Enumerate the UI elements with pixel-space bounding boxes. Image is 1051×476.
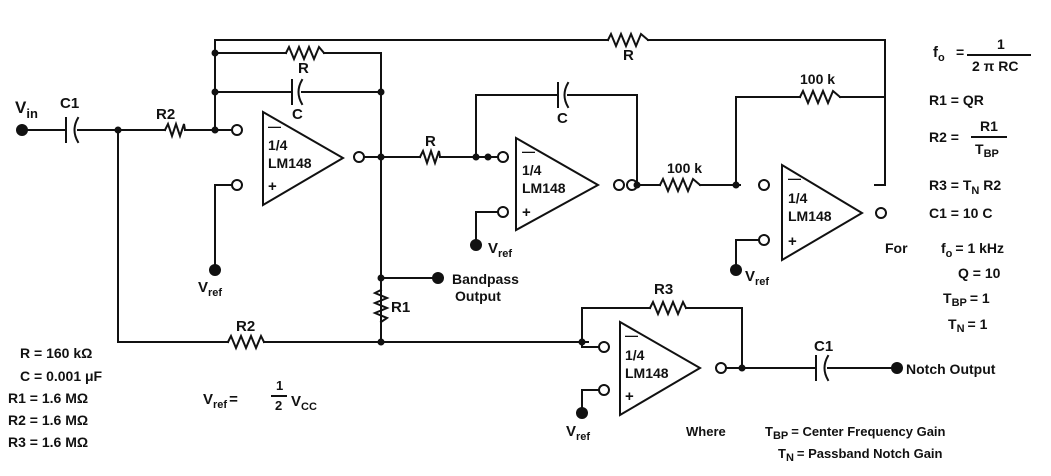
capacitor-c-amp1 (291, 78, 304, 106)
tn-legend: TN= Passband Notch Gain (778, 446, 943, 464)
svg-text:1/4: 1/4 (522, 162, 542, 178)
input-terminal (16, 124, 28, 136)
svg-text:fo: fo (933, 44, 945, 64)
where-label: Where (686, 424, 726, 439)
resistor-100k-feedback (798, 88, 842, 106)
svg-text:C = 0.001 μF: C = 0.001 μF (20, 368, 103, 384)
vref-label-3: Vref (745, 268, 769, 288)
tbp-value: TBP= 1 (943, 290, 990, 309)
svg-text:LM148: LM148 (625, 365, 669, 381)
c-amp1-label: C (292, 106, 303, 123)
fo-value: fo= 1 kHz (941, 240, 1004, 260)
r1-label: R1 (391, 299, 410, 316)
vref-label-2: Vref (488, 240, 512, 260)
vref-terminal-2 (470, 239, 482, 251)
capacitor-c-amp2 (557, 81, 570, 109)
svg-text:+: + (268, 178, 277, 195)
svg-text:2: 2 (275, 398, 282, 413)
resistor-r-top (606, 31, 650, 49)
q-value: Q = 10 (958, 265, 1001, 281)
r-feedback-label: R (298, 60, 309, 77)
opamp-3: — 1/4 LM148 + (781, 163, 864, 262)
svg-text:—: — (625, 328, 638, 343)
tn-value: TN= 1 (948, 316, 988, 335)
svg-text:R = 160 kΩ: R = 160 kΩ (20, 345, 92, 361)
svg-text:1/4: 1/4 (268, 137, 288, 153)
c-amp2-label: C (557, 110, 568, 127)
svg-text:R1: R1 (980, 118, 998, 134)
c1-input-label: C1 (60, 95, 79, 112)
svg-text:TBP: TBP (975, 141, 999, 160)
svg-text:LM148: LM148 (268, 155, 312, 171)
c1-formula: C1 = 10 C (929, 205, 992, 221)
capacitor-c1-input (65, 116, 80, 144)
svg-text:1/4: 1/4 (625, 347, 645, 363)
resistor-r-feedback (284, 44, 326, 62)
svg-text:R2 = 1.6 MΩ: R2 = 1.6 MΩ (8, 412, 88, 428)
opamp-4: — 1/4 LM148 + (619, 320, 702, 417)
svg-text:—: — (788, 171, 801, 186)
svg-text:+: + (625, 388, 634, 405)
vref-terminal-3 (730, 264, 742, 276)
bandpass-output-terminal (432, 272, 444, 284)
resistor-r2-lower (226, 333, 266, 351)
tbp-legend: TBP= Center Frequency Gain (765, 424, 946, 442)
r2-lower-label: R2 (236, 318, 255, 335)
junction-dots (114, 49, 746, 372)
resistor-r3 (648, 299, 688, 317)
svg-text:1/4: 1/4 (788, 190, 808, 206)
svg-text:R3 = 1.6 MΩ: R3 = 1.6 MΩ (8, 434, 88, 450)
svg-text:VCC: VCC (291, 393, 317, 413)
svg-text:—: — (522, 144, 535, 159)
component-values: R = 160 kΩ C = 0.001 μF R1 = 1.6 MΩ R2 =… (8, 345, 103, 450)
100k-feedback-label: 100 k (800, 71, 835, 87)
vref-formula: Vref= 1 2 VCC (203, 378, 317, 413)
svg-text:LM148: LM148 (522, 180, 566, 196)
r-amp2-label: R (425, 133, 436, 150)
for-label: For (885, 240, 908, 256)
vin-label: Vin (15, 98, 38, 121)
vref-label-1: Vref (198, 279, 222, 299)
svg-text:Vref=: Vref= (203, 391, 238, 411)
svg-text:R2 =: R2 = (929, 129, 959, 145)
bandpass-output-label-2: Output (455, 288, 501, 304)
svg-text:1: 1 (997, 36, 1005, 52)
notch-output-terminal (891, 362, 903, 374)
bandpass-output-label: Bandpass (452, 271, 519, 287)
r3-label: R3 (654, 281, 673, 298)
svg-text:1: 1 (276, 378, 283, 393)
svg-text:+: + (788, 233, 797, 250)
svg-text:2 π RC: 2 π RC (972, 58, 1019, 74)
svg-text:+: + (522, 204, 531, 221)
r2-formula: R2 = R1 TBP (929, 118, 1007, 160)
vref-label-4: Vref (566, 423, 590, 443)
resistor-100k-mid (658, 176, 702, 194)
opamp-2: — 1/4 LM148 + (515, 136, 601, 232)
resistor-r-amp2 (418, 147, 442, 167)
resistor-r1 (372, 288, 390, 324)
svg-text:—: — (268, 119, 281, 134)
wiring (21, 39, 895, 414)
100k-mid-label: 100 k (667, 160, 702, 176)
resistor-r2-input (163, 120, 187, 140)
notch-output-label: Notch Output (906, 361, 996, 377)
vref-terminal-1 (209, 264, 221, 276)
capacitor-c1-notch (815, 354, 830, 382)
r1-formula: R1 = QR (929, 92, 984, 108)
c1-notch-label: C1 (814, 338, 833, 355)
vref-terminal-4 (576, 407, 588, 419)
svg-text:LM148: LM148 (788, 208, 832, 224)
fo-formula: fo = 1 2 π RC (933, 36, 1031, 74)
opamp-1: — 1/4 LM148 + (262, 110, 345, 207)
r3-formula: R3 = TN R2 (929, 177, 1001, 197)
svg-text:R1 = 1.6 MΩ: R1 = 1.6 MΩ (8, 390, 88, 406)
svg-text:=: = (956, 44, 964, 60)
pin-circles (231, 124, 887, 396)
r-top-label: R (623, 47, 634, 64)
r2-input-label: R2 (156, 106, 175, 123)
